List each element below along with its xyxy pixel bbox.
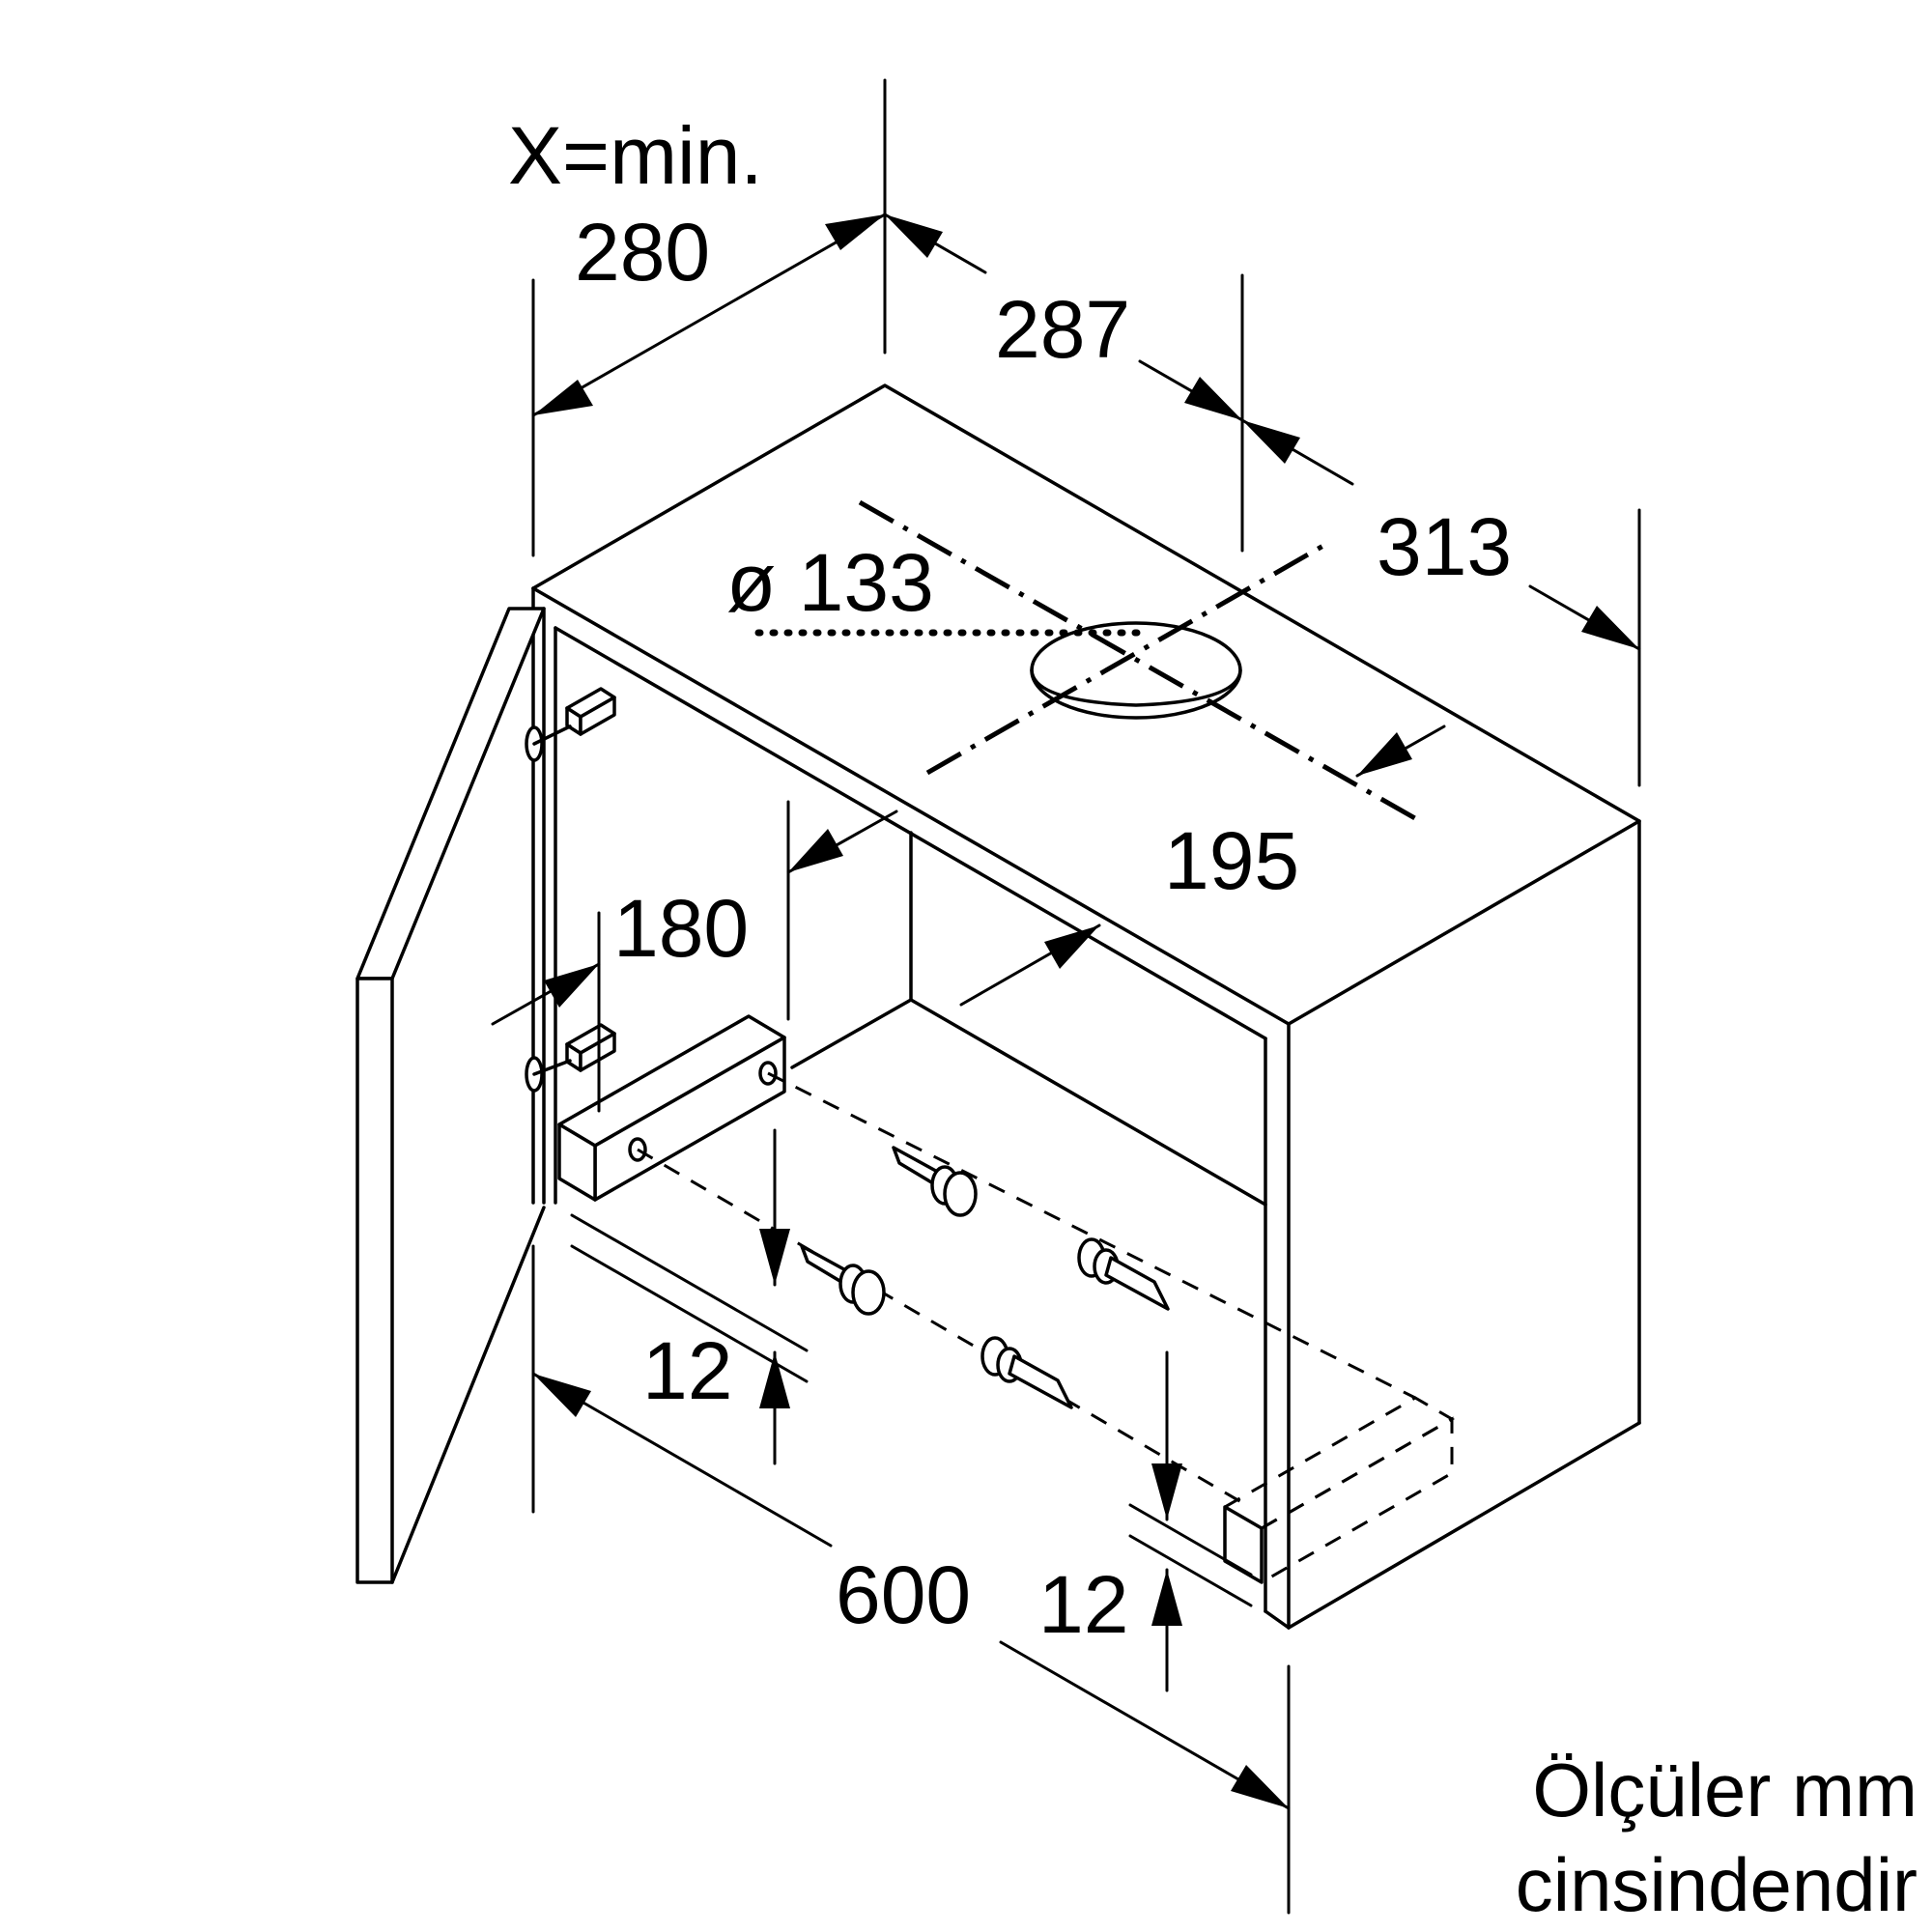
screws bbox=[800, 1146, 1170, 1409]
cabinet-outline bbox=[531, 384, 1641, 1630]
height-180-label: 180 bbox=[613, 883, 749, 974]
diameter-label: ø 133 bbox=[726, 537, 934, 628]
screw-3 bbox=[1077, 1237, 1170, 1311]
hinge-bottom bbox=[525, 1023, 616, 1093]
units-note: Ölçüler mm cinsindendir bbox=[1516, 1747, 1918, 1927]
width-600-label: 600 bbox=[836, 1549, 971, 1640]
mounting-rail-left bbox=[557, 1014, 786, 1202]
dimension-labels: X=min. 280 287 313 ø 133 195 180 600 12 … bbox=[508, 110, 1512, 1650]
units-note-line2: cinsindendir bbox=[1516, 1842, 1918, 1927]
exhaust-opening bbox=[1030, 621, 1242, 720]
screw-2 bbox=[892, 1146, 978, 1217]
units-note-line1: Ölçüler mm bbox=[1532, 1747, 1918, 1833]
depth-side-label: 313 bbox=[1377, 501, 1512, 592]
hinge-top bbox=[525, 687, 616, 762]
thickness-left-label: 12 bbox=[642, 1325, 732, 1416]
x-min-label: X=min. bbox=[508, 110, 763, 201]
offset-195-label: 195 bbox=[1164, 815, 1299, 906]
thickness-right-label: 12 bbox=[1038, 1559, 1128, 1650]
depth-top-label: 287 bbox=[995, 284, 1130, 375]
dimension-lines bbox=[491, 78, 1641, 1915]
x-min-value: 280 bbox=[575, 207, 710, 298]
cabinet-door bbox=[355, 607, 546, 1584]
screw-1 bbox=[800, 1244, 886, 1316]
center-lines bbox=[754, 499, 1422, 824]
mounting-rail-right bbox=[1221, 1396, 1456, 1585]
screw-paths bbox=[637, 1071, 1416, 1504]
screw-4 bbox=[980, 1336, 1073, 1409]
